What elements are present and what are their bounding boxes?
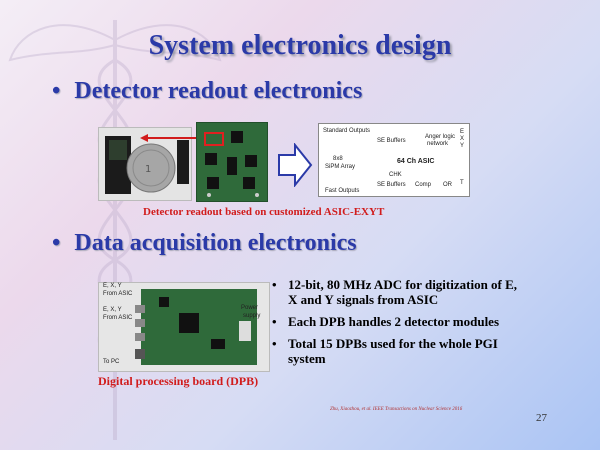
bullet-dot-icon: • [272,336,277,351]
bullet-detector-readout: • Detector readout electronics [52,78,362,105]
dpb-point-total: Total 15 DPBs used for the whole PGI sys… [288,336,498,366]
dpb-from-asic-label-1: From ASIC [103,291,133,297]
bullet-text: Detector readout electronics [74,78,363,104]
bullet-data-acquisition: • Data acquisition electronics [52,230,357,257]
dpb-point-modules: Each DPB handles 2 detector modules [288,314,500,329]
y-output-label: Y [460,143,465,149]
dpb-board-illustration [135,289,257,365]
fast-outputs-label: Fast Outputs [325,188,360,194]
network-label: network [427,141,449,147]
buffer-label-bottom: SE Buffers [377,182,406,188]
dpb-board-photo: E, X, Y From ASIC E, X, Y From ASIC To P… [98,282,270,372]
dpb-features-list: • 12-bit, 80 MHz ADC for digitization of … [272,277,522,373]
right-arrow-icon [278,143,313,187]
svg-text:1: 1 [145,164,151,175]
dpb-from-asic-label-2: From ASIC [103,315,133,321]
standard-outputs-label: Standard Outputs [323,128,371,134]
bullet-text: Data acquisition electronics [74,230,357,256]
list-item: • Total 15 DPBs used for the whole PGI sy… [272,336,522,366]
bullet-dot-icon: • [52,230,61,256]
anger-logic-label: Anger logic [425,134,456,140]
bullet-dot-icon: • [272,277,277,292]
chk-label: CHK [389,172,402,178]
bullet-dot-icon: • [272,314,277,329]
dpb-point-adc: 12-bit, 80 MHz ADC for digitization of E… [288,277,518,307]
dpb-to-pc-label: To PC [103,359,120,365]
x-output-label: X [460,136,465,142]
asic-channel-label: 64 Ch ASIC [397,158,435,165]
array-label: 8x8 [333,156,343,162]
sipm-array-label: SiPM Array [325,164,356,170]
e-output-label: E [460,129,465,135]
dpb-caption: Digital processing board (DPB) [98,374,259,388]
dpb-exy-label-1: E, X, Y [103,283,122,289]
list-item: • 12-bit, 80 MHz ADC for digitization of … [272,277,522,307]
page-number: 27 [536,412,547,424]
comp-label: Comp [415,182,432,188]
reference-citation: Zhu, Xiaozhou, et al. IEEE Transactions … [330,407,463,412]
asic-block-diagram: Standard Outputs SE Buffers Anger logic … [318,123,470,197]
or-label: OR [443,182,452,188]
buffer-label-top: SE Buffers [377,138,406,144]
chip-coin-illustration: 1 [105,136,189,194]
bullet-dot-icon: • [52,78,61,104]
dpb-power-label: Power [241,305,259,311]
slide-title: System electronics design [148,30,452,61]
board-illustration [204,131,259,197]
readout-caption: Detector readout based on customized ASI… [143,206,385,218]
list-item: • Each DPB handles 2 detector modules [272,314,522,329]
t-output-label: T [460,180,464,186]
dpb-supply-label: supply [243,313,261,319]
dpb-exy-label-2: E, X, Y [103,307,122,313]
readout-board-photo [196,122,268,202]
